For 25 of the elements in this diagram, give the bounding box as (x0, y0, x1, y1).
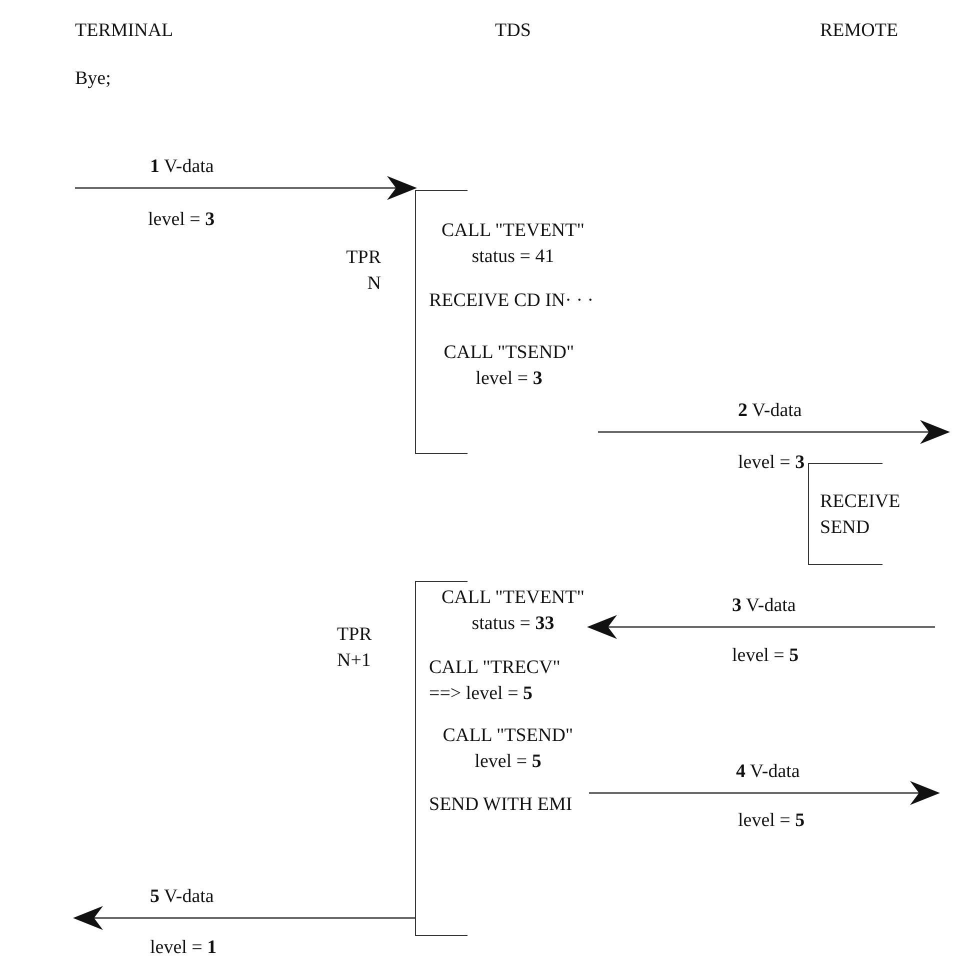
call-text: CALL "TEVENT" status = 41 (440, 219, 586, 269)
level-text: level = 3 (148, 209, 215, 231)
call-text: CALL "TRECV" ==> level = 5 (429, 656, 562, 706)
message-arrow (589, 781, 940, 805)
message-arrow (598, 420, 950, 444)
call-text: CALL "TEVENT" status = 33 (440, 586, 586, 636)
receive-text: RECEIVE CD IN· · · (429, 289, 595, 313)
level-text: level = 5 (738, 810, 805, 832)
call-text: CALL "TSEND" level = 3 (442, 341, 576, 391)
lifeline-heading: TERMINAL (75, 20, 174, 42)
message-arrow (73, 906, 415, 930)
lifeline-heading: REMOTE (820, 20, 898, 42)
message-arrow (75, 176, 417, 200)
call-text: CALL "TSEND" level = 5 (442, 724, 574, 774)
level-text: level = 1 (150, 937, 217, 959)
process-label: TPR N+1 (337, 623, 373, 673)
lifeline-heading: TDS (495, 20, 531, 42)
process-label: TPR N (345, 246, 381, 296)
send-text: SEND WITH EMI (429, 793, 574, 817)
note-text: Bye; (75, 68, 111, 90)
level-text: level = 5 (732, 645, 799, 667)
level-text: level = 3 (738, 452, 805, 474)
send-text: SEND (820, 516, 871, 540)
receive-text: RECEIVE (820, 490, 902, 514)
message-arrow (587, 615, 935, 639)
